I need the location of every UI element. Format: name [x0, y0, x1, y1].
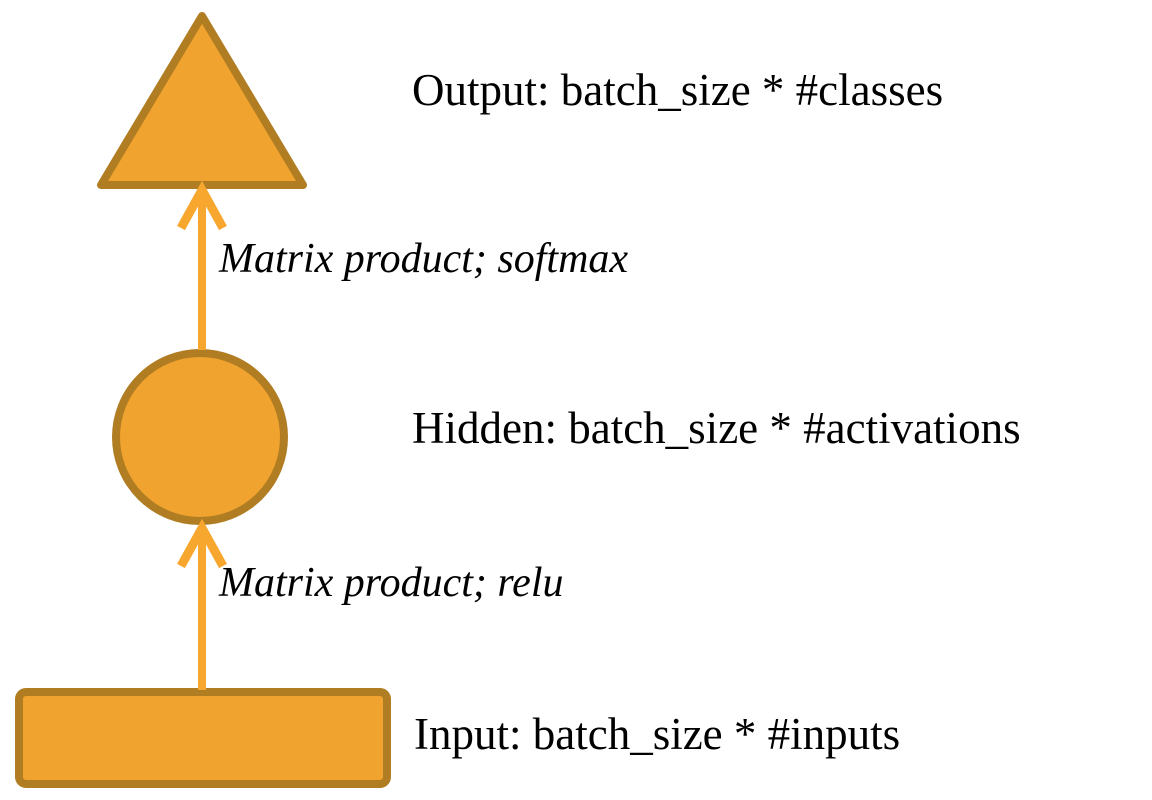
arrow-input-to-hidden-icon [177, 518, 227, 690]
arrow-hidden-to-output-icon [177, 180, 227, 350]
arrow-head [177, 518, 227, 569]
hidden-circle-shape [112, 349, 288, 525]
arrow-head [177, 180, 227, 231]
output-triangle-shape [97, 12, 307, 189]
edge-label-relu: Matrix product; relu [219, 560, 564, 606]
hidden-node-label: Hidden: batch_size * #activations [412, 403, 1021, 453]
input-node-label: Input: batch_size * #inputs [414, 709, 901, 759]
input-rectangle-shape [15, 688, 391, 788]
output-node-label: Output: batch_size * #classes [412, 65, 944, 115]
edge-label-softmax: Matrix product; softmax [219, 236, 629, 282]
